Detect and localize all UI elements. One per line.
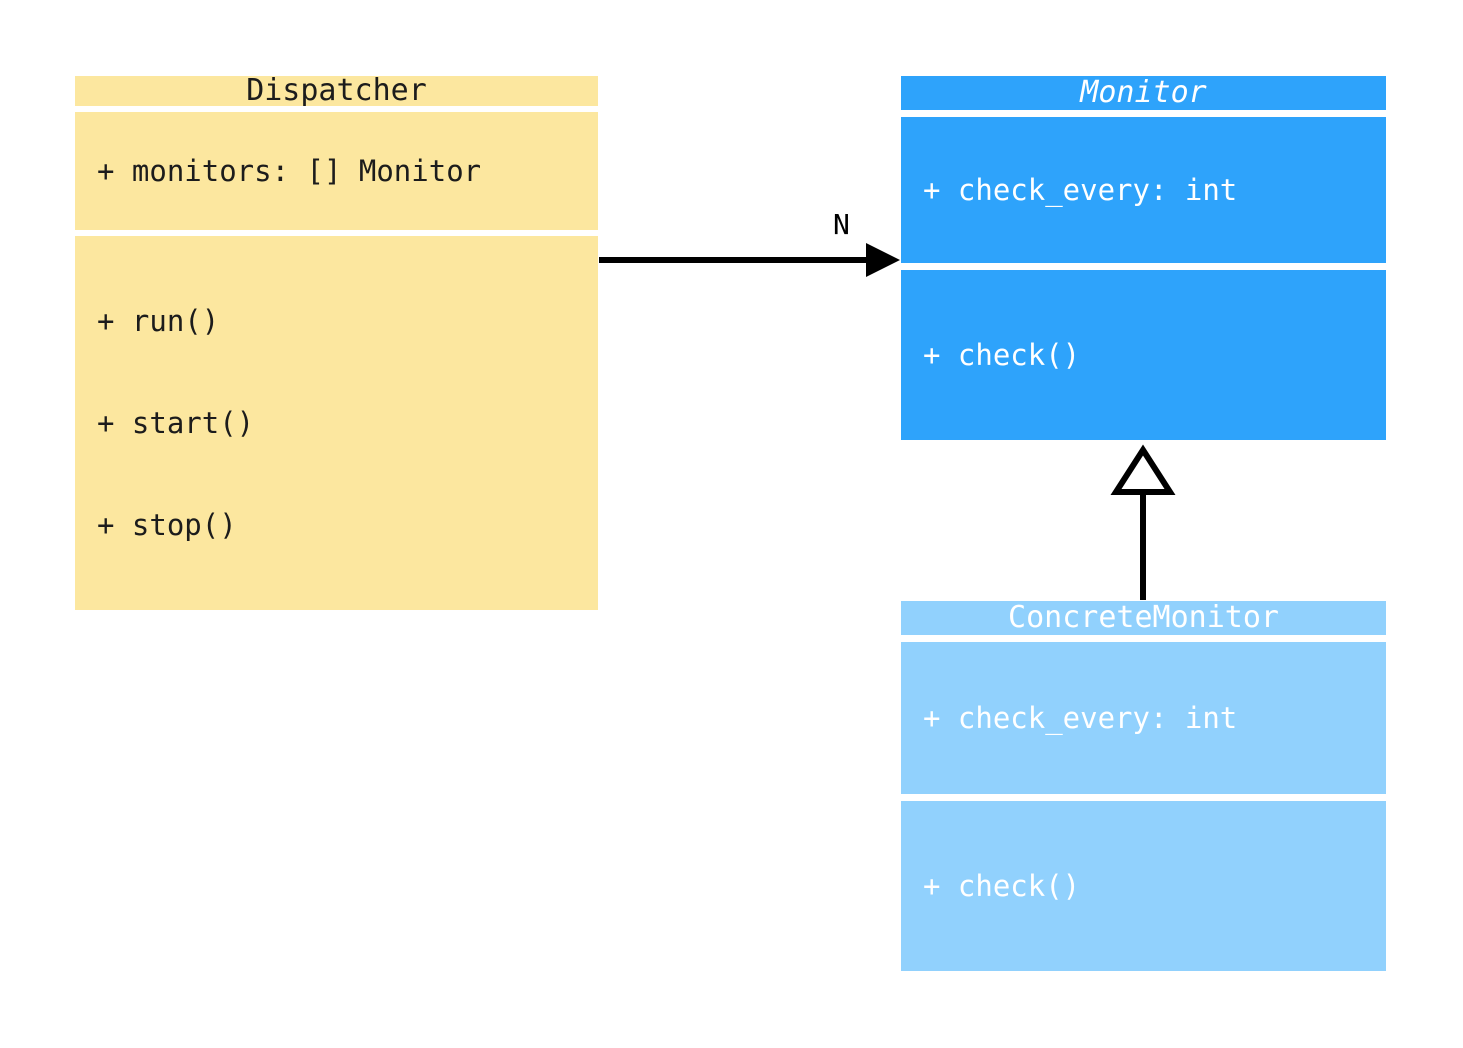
compartment-divider [901, 263, 1386, 270]
class-title-dispatcher: Dispatcher [246, 73, 427, 108]
class-title-concrete-monitor: ConcreteMonitor [1008, 600, 1279, 635]
class-title-compartment-dispatcher: Dispatcher [75, 76, 598, 106]
class-box-monitor[interactable]: Monitor + check_every: int + check() [901, 76, 1386, 440]
class-method-list-concrete-monitor: + check() [901, 801, 1386, 971]
class-attributes-compartment-concrete-monitor: + check_every: int [901, 642, 1386, 794]
class-box-dispatcher[interactable]: Dispatcher + monitors: [] Monitor + run(… [75, 76, 598, 610]
compartment-divider [75, 106, 598, 112]
class-box-concrete-monitor[interactable]: ConcreteMonitor + check_every: int + che… [901, 601, 1386, 971]
compartment-divider [901, 110, 1386, 117]
compartment-divider [901, 794, 1386, 801]
generalization-arrow-concrete-monitor-to-monitor[interactable] [1110, 444, 1176, 600]
class-methods-compartment-concrete-monitor: + check() [901, 801, 1386, 971]
association-arrow-dispatcher-to-monitor[interactable] [599, 243, 900, 277]
class-methods-compartment-monitor: + check() [901, 270, 1386, 440]
class-attribute-list-concrete-monitor: + check_every: int [901, 633, 1386, 803]
class-method: + stop() [97, 508, 237, 542]
class-method: + check() [923, 869, 1081, 903]
class-method: + run() [97, 304, 220, 338]
class-title-compartment-monitor: Monitor [901, 76, 1386, 110]
class-attribute: + check_every: int [923, 701, 1238, 735]
class-attribute-list-monitor: + check_every: int [901, 105, 1386, 275]
compartment-divider [901, 635, 1386, 642]
class-method-list-dispatcher: + run() + start() + stop() [75, 236, 598, 610]
class-attributes-compartment-monitor: + check_every: int [901, 117, 1386, 263]
class-title-compartment-concrete-monitor: ConcreteMonitor [901, 601, 1386, 635]
hollow-triangle-arrowhead-icon [1110, 444, 1176, 495]
class-method: + start() [97, 406, 255, 440]
compartment-divider [75, 230, 598, 236]
class-attributes-compartment-dispatcher: + monitors: [] Monitor [75, 112, 598, 230]
class-attribute: + check_every: int [923, 173, 1238, 207]
class-attribute-list-dispatcher: + monitors: [] Monitor [75, 86, 598, 256]
class-attribute: + monitors: [] Monitor [97, 154, 482, 188]
class-title-monitor: Monitor [1080, 75, 1207, 110]
class-method-list-monitor: + check() [901, 270, 1386, 440]
association-multiplicity-label: N [833, 208, 850, 241]
class-method: + check() [923, 338, 1081, 372]
filled-arrowhead-icon [866, 243, 900, 277]
class-methods-compartment-dispatcher: + run() + start() + stop() [75, 236, 598, 610]
